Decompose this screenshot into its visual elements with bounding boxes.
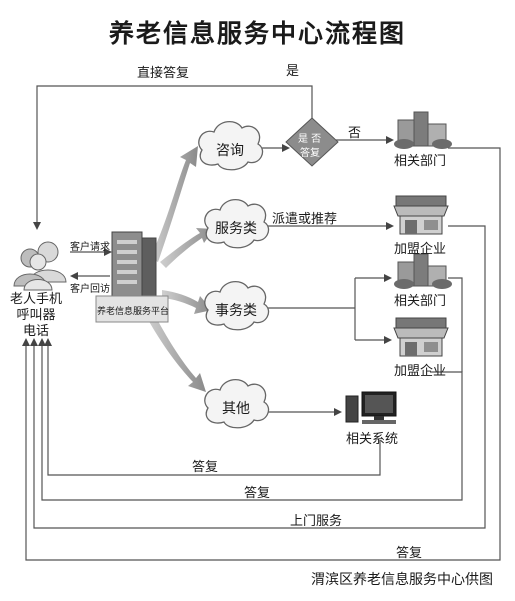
people-icon [13, 241, 67, 291]
platform-label: 养老信息服务平台 [97, 307, 170, 317]
computer-icon [345, 391, 397, 424]
flow-label-dispatch: 派遣或推荐 [272, 212, 338, 227]
storefront-icon [393, 317, 449, 357]
target-system: 相关系统 [346, 432, 399, 447]
server-icon [95, 231, 169, 323]
storefront-icon [393, 195, 449, 235]
flow-label-door-service: 上门服务 [290, 514, 343, 529]
target-dept-1: 相关部门 [394, 154, 447, 169]
cloud-other [204, 379, 270, 429]
elder-line-2: 呼叫器 [16, 308, 56, 323]
category-other: 其他 [222, 401, 250, 417]
target-dept-2: 相关部门 [394, 294, 447, 309]
page-title: 养老信息服务中心流程图 [108, 19, 406, 48]
flow-label-reply-2: 答复 [244, 486, 271, 501]
flow-label-reply-1: 答复 [192, 460, 219, 475]
cloud-affairs [204, 281, 270, 331]
target-enterprise-2: 加盟企业 [394, 364, 447, 379]
target-enterprise-1: 加盟企业 [394, 242, 447, 257]
flow-label-direct-reply: 直接答复 [137, 66, 190, 81]
building-icon [394, 253, 452, 289]
footer-credit: 渭滨区养老信息服务中心供图 [311, 572, 493, 588]
decision-text-1: 是 否 [298, 134, 322, 145]
category-affairs: 事务类 [215, 303, 257, 319]
flow-lines [22, 85, 501, 561]
platform-callback-label: 客户回访 [70, 284, 110, 295]
decision-no-label: 否 [348, 126, 362, 141]
elder-line-3: 电话 [22, 324, 49, 339]
platform-request-label: 客户请求 [70, 242, 110, 253]
building-icon [394, 111, 452, 149]
cloud-service [204, 199, 270, 249]
cloud-consult [198, 121, 264, 171]
elder-label: 老人手机 呼叫器 电话 [8, 292, 64, 340]
flow-label-reply-3: 答复 [396, 546, 423, 561]
decision-text-2: 答复 [300, 148, 320, 159]
decision-yes-label: 是 [286, 64, 300, 79]
category-consult: 咨询 [216, 143, 244, 159]
elder-line-1: 老人手机 [9, 292, 62, 307]
decision-diamond [285, 117, 339, 167]
dispatch-arrows [146, 146, 214, 392]
category-service: 服务类 [215, 221, 257, 237]
